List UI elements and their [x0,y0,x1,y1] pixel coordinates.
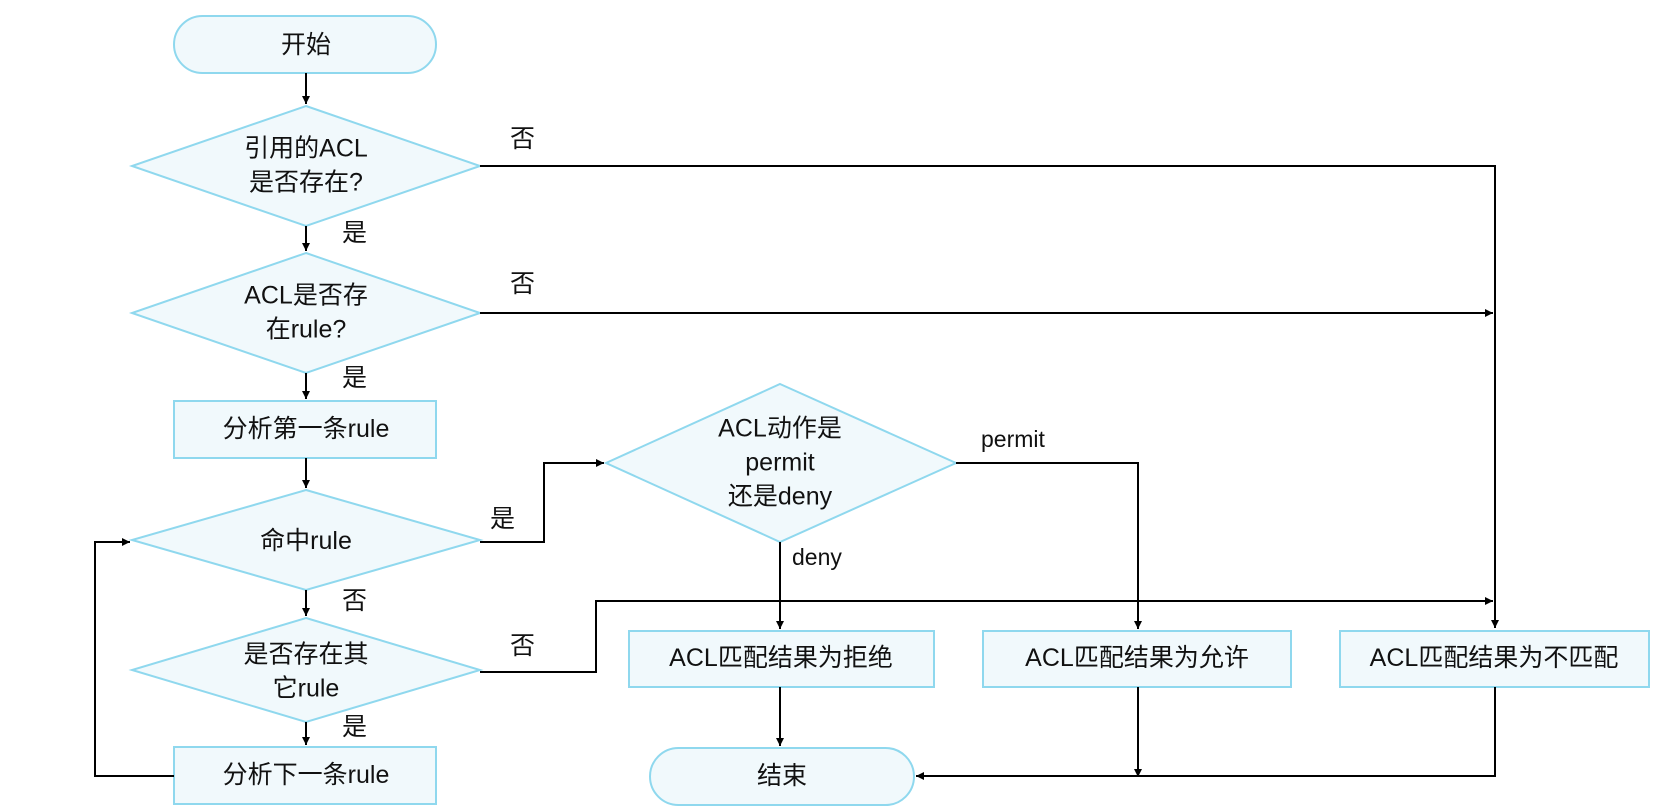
end-terminal [649,747,915,806]
edge-action-permit [956,462,1142,629]
action-permit-label: permit [981,426,1045,452]
action-deny-label: deny [792,544,842,570]
acl-exists-yes-label: 是 [342,219,368,247]
acl-exists-label: 引用的ACL 是否存在? [244,132,368,200]
acl-action-line-1: ACL动作是 [718,414,842,443]
acl-action-label: ACL动作是 permit 还是deny [718,412,842,513]
hit-rule-label: 命中rule [260,527,352,556]
result-no-match-process [1339,630,1650,688]
result-permit-label: ACL匹配结果为允许 [1025,644,1249,673]
hit-rule-yes-label: 是 [490,505,516,533]
hit-rule-no-label: 否 [342,587,368,615]
other-rule-no-label: 否 [510,632,536,660]
acl-has-rule-yes-label: 是 [342,364,368,392]
acl-exists-no-label: 否 [510,125,536,153]
acl-action-line-3: 还是deny [727,481,833,510]
other-rule-label: 是否存在其 它rule [243,638,368,706]
start-label: 开始 [280,31,332,60]
acl-has-rule-line-2: 在rule? [265,315,347,343]
acl-has-rule-line-1: ACL是否存 [244,281,368,310]
result-permit-process [982,630,1292,688]
edge-hit-rule-yes [480,459,604,543]
analyze-next-rule-process [173,746,437,805]
acl-has-rule-no-label: 否 [510,270,536,298]
analyze-next-rule-label: 分析下一条rule [222,761,390,790]
acl-exists-line-2: 是否存在? [249,168,363,196]
edge-next-rule-loop [94,538,174,777]
edge-acl-exists-no [480,165,1499,628]
result-deny-process [628,630,935,688]
analyze-first-rule-label: 分析第一条rule [222,415,390,444]
edge-other-rule-no [480,597,1493,673]
edge-no-match-to-end [916,687,1496,780]
other-rule-line-1: 是否存在其 [243,640,369,669]
result-no-match-label: ACL匹配结果为不匹配 [1369,644,1619,673]
other-rule-yes-label: 是 [342,713,368,741]
acl-has-rule-label: ACL是否存 在rule? [244,279,368,347]
end-label: 结束 [756,762,808,791]
acl-action-line-2: permit [745,448,815,477]
acl-exists-line-1: 引用的ACL [244,134,368,163]
result-deny-label: ACL匹配结果为拒绝 [669,644,893,673]
other-rule-line-2: 它rule [272,674,340,702]
